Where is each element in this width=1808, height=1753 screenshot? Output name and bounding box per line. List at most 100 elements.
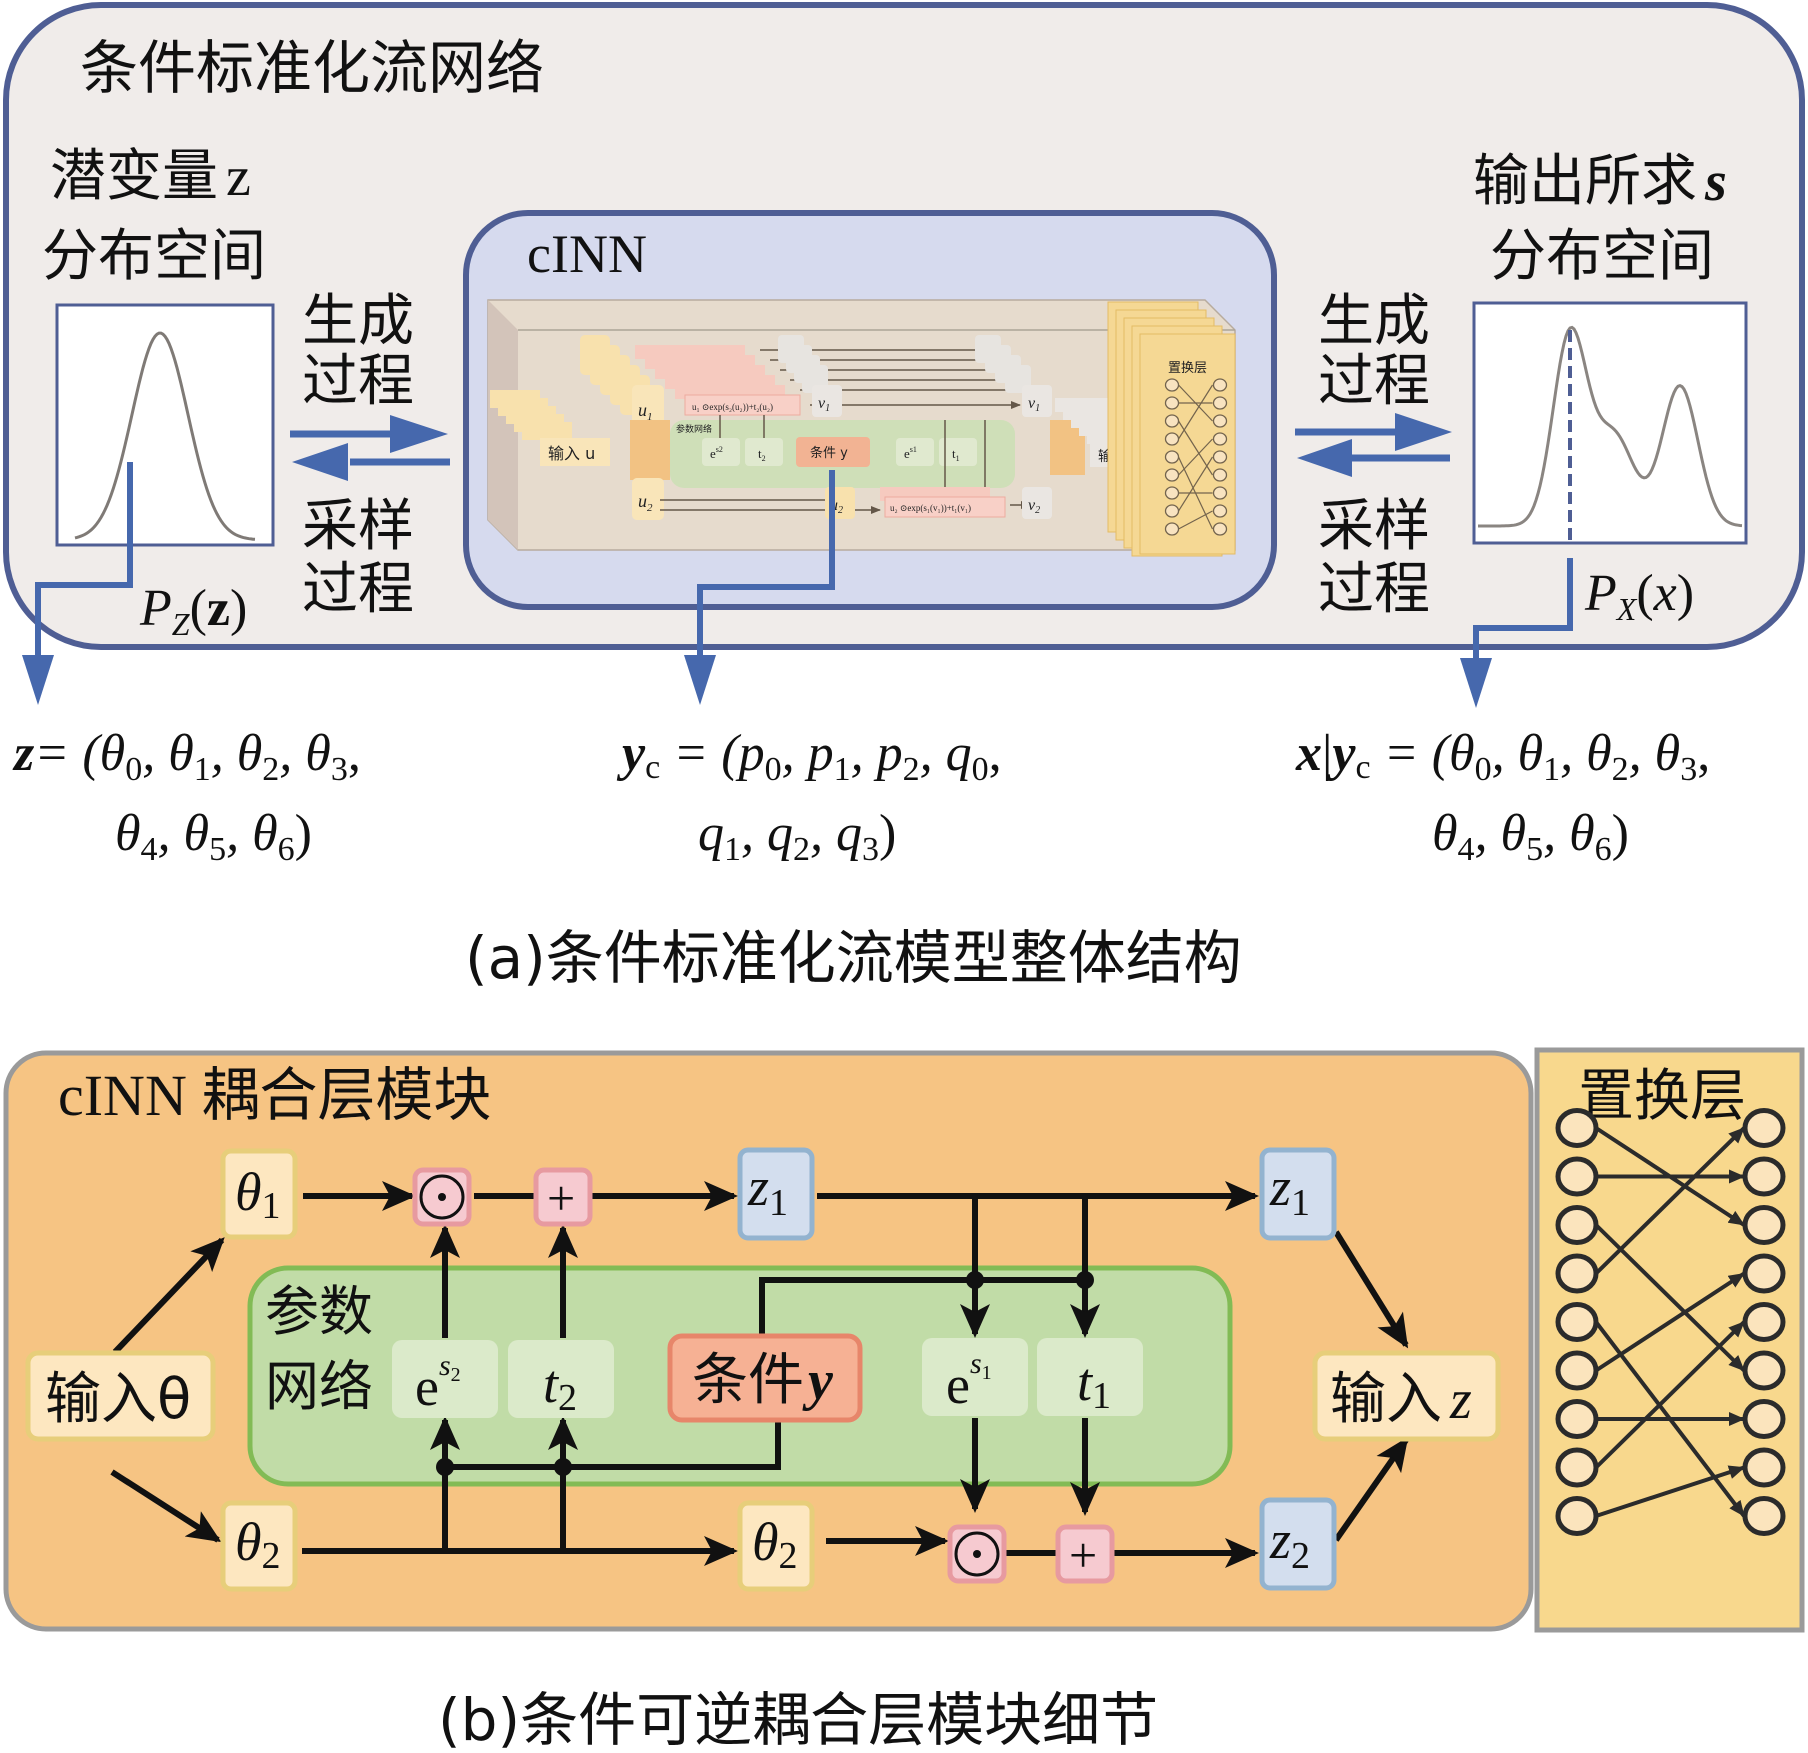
permutation-input-node xyxy=(1164,450,1180,464)
caption-b: (b)条件可逆耦合层模块细节 xyxy=(438,1686,1158,1753)
svg-text:输入θ: 输入θ xyxy=(45,1367,191,1432)
multimodal-curve xyxy=(1478,325,1743,528)
permutation-input-node xyxy=(1164,486,1180,500)
permutation-output-node xyxy=(1742,1302,1786,1342)
z1-box: z1 xyxy=(737,1147,815,1241)
equation-z-line2: θ4, θ5, θ6) xyxy=(115,805,312,868)
permutation-output-node xyxy=(1212,378,1228,392)
svg-text:θ1: θ1 xyxy=(235,1162,281,1227)
svg-text:z2: z2 xyxy=(1269,1510,1310,1577)
svg-text:u2: u2 xyxy=(638,491,653,514)
z-pointer xyxy=(22,462,133,705)
permutation-input-node xyxy=(1555,1496,1599,1536)
svg-text:z1: z1 xyxy=(747,1157,788,1224)
svg-text:v1: v1 xyxy=(818,395,830,414)
cinn-3d-architecture: 输入 u u1 u2 xyxy=(487,299,1236,557)
coupling-connections xyxy=(110,1181,1409,1568)
permutation-input-node xyxy=(1555,1447,1599,1488)
svg-text:参数网络: 参数网络 xyxy=(676,423,712,435)
permutation-edge xyxy=(1594,1320,1746,1469)
generation-label-left-2: 过程 xyxy=(302,349,414,414)
theta1-box: θ1 xyxy=(220,1148,298,1240)
generation-label-left-1: 生成 xyxy=(302,289,414,354)
px-label: PX(x) xyxy=(1584,565,1694,627)
permutation-layer-title: 置换层 xyxy=(1578,1064,1746,1129)
gaussian-curve xyxy=(74,331,256,541)
input-theta-box: 输入θ xyxy=(25,1350,216,1442)
sampling-label-left-1: 采样 xyxy=(302,494,414,559)
permutation-input-node xyxy=(1555,1350,1599,1391)
equation-y-line1: yc = (p0, p1, p2, q0, xyxy=(616,725,1002,788)
sampling-label-right-2: 过程 xyxy=(1318,557,1430,622)
sampling-arrow-left xyxy=(292,443,450,481)
permutation-input-node xyxy=(1164,414,1180,428)
svg-text:es2: es2 xyxy=(710,445,723,461)
equation-x: x|yc = (θ0, θ1, θ2, θ3, θ4, θ5, θ6) xyxy=(1295,725,1710,868)
permutation-output-node xyxy=(1742,1399,1786,1439)
caption-a: (a)条件标准化流模型整体结构 xyxy=(465,924,1242,992)
equation-y: yc = (p0, p1, p2, q0, q1, q2, q3) xyxy=(616,725,1002,868)
output-space-title-line2: 分布空间 xyxy=(1490,224,1714,289)
generation-arrow-left xyxy=(290,415,448,453)
output-distribution-plot xyxy=(1472,301,1748,545)
permutation-input-node xyxy=(1164,378,1180,392)
svg-text:u₂ ⊙exp(s₁(v₁))+t₁(v₁): u₂ ⊙exp(s₁(v₁))+t₁(v₁) xyxy=(890,503,971,513)
z1-output-box: z1 xyxy=(1259,1147,1337,1241)
permutation-edge xyxy=(1595,1465,1745,1518)
permutation-input-node xyxy=(1164,468,1180,482)
permutation-input-node xyxy=(1164,504,1180,518)
permutation-edge xyxy=(1594,1126,1746,1275)
cinn-formula-top-stack: u₁ ⊙exp(s₂(u₂))+t₂(u₂) xyxy=(635,345,801,416)
svg-text:t2: t2 xyxy=(758,446,766,463)
es1-box: es1 xyxy=(922,1338,1028,1416)
permutation-input-node xyxy=(1164,396,1180,410)
theta2-box: θ2 xyxy=(220,1500,298,1592)
cinn-param-net: 参数网络 es2 t2 条件 y es1 t1 xyxy=(670,420,1015,488)
equation-z: z= (θ0, θ1, θ2, θ3, θ4, θ5, θ6) xyxy=(12,725,361,868)
equation-x-line1: x|yc = (θ0, θ1, θ2, θ3, xyxy=(1295,725,1710,788)
hadamard-op-top xyxy=(412,1167,472,1227)
permutation-output-node xyxy=(1742,1350,1786,1391)
condition-y-box: 条件y xyxy=(667,1333,863,1423)
permutation-edge xyxy=(1177,384,1214,440)
equation-y-line2: q1, q2, q3) xyxy=(698,805,896,868)
cinn-permutation-stack: 置换层 xyxy=(1107,301,1236,557)
cinn-formula-bottom: u₂ ⊙exp(s₁(v₁))+t₁(v₁) xyxy=(880,487,1006,518)
panel-b-title: cINN 耦合层模块 xyxy=(58,1063,491,1128)
x-pointer xyxy=(1460,558,1573,708)
latent-space-title-line2: 分布空间 xyxy=(42,224,266,289)
cinn-title: cINN xyxy=(527,224,647,284)
param-network-label-2: 网络 xyxy=(265,1355,373,1418)
param-network-label-1: 参数 xyxy=(265,1280,373,1343)
t1-box: t1 xyxy=(1037,1338,1143,1417)
permutation-output-node xyxy=(1212,486,1228,500)
generation-arrow-right xyxy=(1295,413,1452,451)
permutation-output-node xyxy=(1742,1496,1786,1536)
latent-distribution-plot xyxy=(55,303,275,547)
hadamard-op-bottom xyxy=(947,1524,1007,1584)
pz-label: PZ(z) xyxy=(139,580,247,642)
permutation-edge xyxy=(1177,456,1214,512)
svg-text:置换层: 置换层 xyxy=(1168,361,1207,376)
svg-text:v1: v1 xyxy=(1028,395,1040,414)
cinn-u-stack: u1 u2 xyxy=(580,335,670,520)
permutation-edge xyxy=(1178,438,1213,476)
y-pointer xyxy=(684,470,835,705)
generation-label-right-2: 过程 xyxy=(1318,349,1430,414)
add-op-top: + xyxy=(533,1167,593,1227)
permutation-layer-panel: 置换层 xyxy=(1534,1047,1805,1633)
permutation-input-node xyxy=(1555,1302,1599,1342)
sampling-arrow-right xyxy=(1297,439,1450,477)
permutation-input-node xyxy=(1164,522,1180,536)
permutation-graph xyxy=(1555,1108,1786,1536)
equation-x-line2: θ4, θ5, θ6) xyxy=(1432,805,1629,868)
svg-text:输入 u: 输入 u xyxy=(548,444,595,463)
permutation-output-node xyxy=(1212,522,1228,536)
svg-text:+: + xyxy=(547,1170,575,1226)
permutation-output-node xyxy=(1742,1447,1786,1488)
equation-z-line1: z= (θ0, θ1, θ2, θ3, xyxy=(12,725,361,788)
permutation-output-node xyxy=(1742,1108,1786,1148)
